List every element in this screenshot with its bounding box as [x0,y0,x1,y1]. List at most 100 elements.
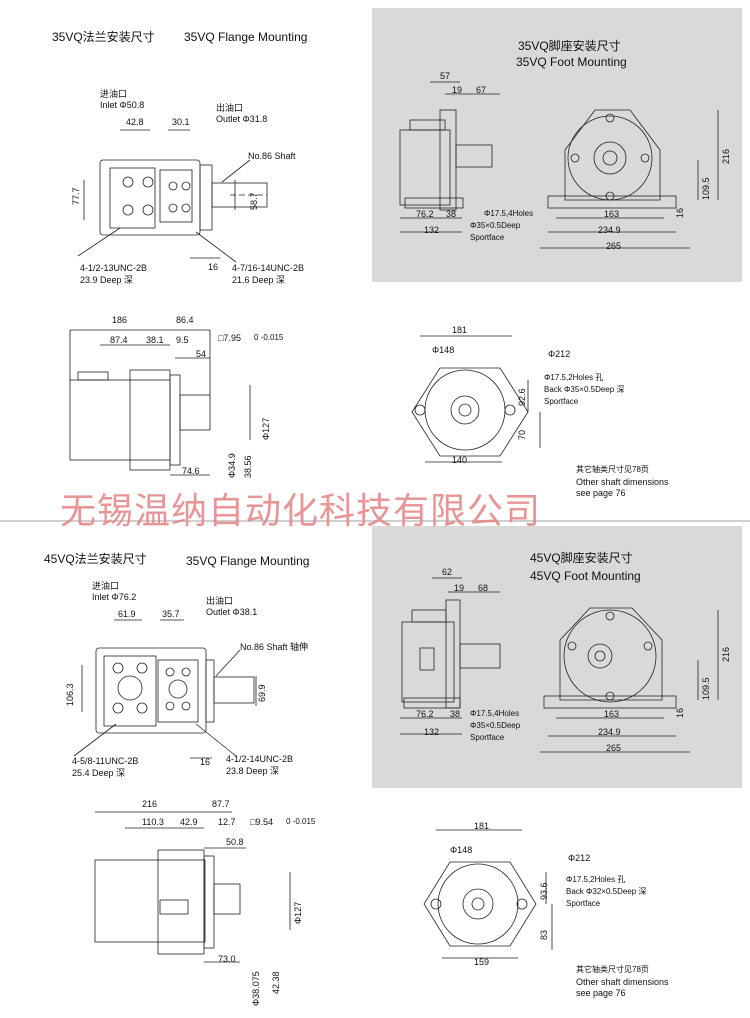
front-back: Back Φ32×0.5Deep 深 [566,887,647,896]
outlet-label-en: Outlet Φ31.8 [216,114,268,124]
shaft-label: No.86 Shaft 轴伸 [240,642,309,652]
note-en1: Other shaft dimensions [576,977,669,987]
note-en2: see page 76 [576,988,626,998]
foot-title-en: 45VQ Foot Mounting [530,569,641,583]
dim-height-right: 58.7 [249,192,259,210]
front-view-45vq [423,829,553,959]
foot-dim-2349: 234.9 [598,727,621,737]
foot-panel-35vq [372,8,742,282]
dim-front-length: 87.7 [212,799,230,809]
note-cn: 其它轴类尺寸见78页 [576,465,649,474]
inlet-label-en: Inlet Φ50.8 [100,100,145,110]
shaft-diameter: Φ38.075 [251,971,261,1006]
dim-746: 74.6 [182,466,200,476]
flange-title-en: 35VQ Flange Mounting [184,30,308,44]
note-en1: Other shaft dimensions [576,477,669,487]
foot-dim-19: 19 [452,85,463,95]
front-dim-70: 70 [517,429,527,440]
foot-dim-216: 216 [721,646,731,662]
note-en2: see page 76 [576,488,626,498]
thread-1: 4-1/2-13UNC-2B [80,263,148,273]
foot-dim-163: 163 [604,709,620,719]
thread-1: 4-5/8-11UNC-2B [72,756,139,766]
dim-16: 16 [208,262,219,272]
key-tol: 0 -0.015 [286,817,316,826]
foot-dim-16: 16 [675,707,685,718]
front-dim-140: 140 [452,455,468,465]
foot-front-view-35vq [540,109,719,249]
dim-shaft-len: 54 [196,349,207,359]
dim-flange: 9.5 [176,335,189,345]
outlet-label-en: Outlet Φ38.1 [206,607,258,617]
foot-dim-762: 76.2 [416,709,434,719]
dim-inlet-spacing: 42.8 [126,117,144,127]
dim-shaft-len: 50.8 [226,837,244,847]
foot-holes: Φ17.5,4Holes [484,209,534,218]
key-tol: 0 -0.015 [254,333,284,342]
dim-pilot-dia: Φ127 [293,901,303,924]
dim-overall-length: 186 [112,315,128,325]
foot-dim-265: 265 [606,743,622,753]
foot-front-view-45vq [540,607,719,753]
foot-side-view-45vq [400,577,501,735]
foot-dim-132: 132 [424,727,440,737]
front-view-35vq [411,335,541,463]
foot-dim-38: 38 [446,209,457,219]
foot-sportface: Sportface [470,233,505,242]
front-holes: Φ17.5,2Holes 孔 [566,875,626,884]
foot-dim-67: 67 [476,85,487,95]
thread-1-depth: 23.9 Deep 深 [80,275,134,285]
foot-dim-57: 57 [440,71,451,81]
shaft-diameter: Φ34.9 [227,453,237,478]
outlet-label-cn: 出油口 [206,596,234,606]
dim-pilot: 38.1 [146,335,164,345]
dim-730: 73.0 [218,954,236,964]
dim-3856: 38.56 [243,455,253,478]
foot-dim-265: 265 [606,241,622,251]
foot-sportface: Sportface [470,733,505,742]
note-cn: 其它轴类尺寸见78页 [576,965,649,974]
flange-view-35vq [77,129,268,263]
side-view-35vq [69,329,251,476]
foot-dim-216: 216 [721,148,731,164]
dim-height-left: 106.3 [65,683,75,706]
foot-title-cn: 35VQ脚座安装尺寸 [518,39,621,53]
front-dim-148: Φ148 [432,345,455,355]
foot-dim-1095: 109.5 [701,177,711,200]
dim-front-length: 86.4 [176,315,194,325]
dim-16: 16 [200,757,211,767]
thread-2-depth: 23.8 Deep 深 [226,766,280,776]
front-dim-212: Φ212 [568,853,591,863]
front-dim-148: Φ148 [450,845,473,855]
dim-outlet-spacing: 30.1 [172,117,190,127]
inlet-label-en: Inlet Φ76.2 [92,592,137,602]
inlet-label-cn: 进油口 [100,89,128,99]
front-dim-181: 181 [474,821,490,831]
front-sportface: Sportface [544,397,579,406]
dim-flange: 12.7 [218,817,236,827]
front-dim-926: 92.6 [517,388,527,406]
outlet-label-cn: 出油口 [216,103,244,113]
foot-dim-132: 132 [424,225,440,235]
foot-deep: Φ35×0.5Deep [470,721,521,730]
front-dim-936: 93.6 [539,882,549,900]
foot-dim-19: 19 [454,583,465,593]
foot-dim-163: 163 [604,209,620,219]
dim-body: 87.4 [110,335,128,345]
flange-view-45vq [73,619,257,759]
foot-title-en: 35VQ Foot Mounting [516,55,627,69]
front-back: Back Φ35×0.5Deep 深 [544,385,625,394]
foot-dim-2349: 234.9 [598,225,621,235]
dim-overall-length: 216 [142,799,158,809]
front-sportface: Sportface [566,899,601,908]
foot-deep: Φ35×0.5Deep [470,221,521,230]
front-dim-83: 83 [539,929,549,940]
foot-dim-68: 68 [478,583,489,593]
key-size: □7.95 [218,333,241,343]
dim-height-left: 77.7 [71,187,81,205]
foot-dim-1095: 109.5 [701,677,711,700]
dim-body: 110.3 [142,817,164,827]
foot-dim-16: 16 [675,207,685,218]
dim-height-right: 69.9 [257,684,267,702]
